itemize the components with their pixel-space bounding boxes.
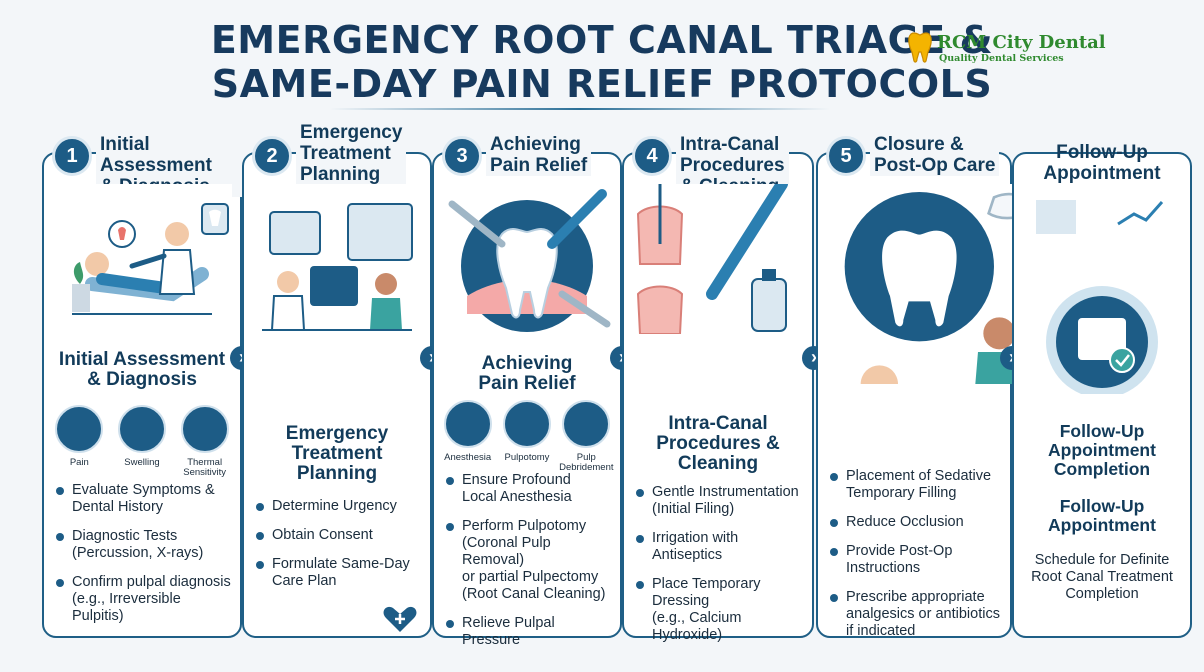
bullet-item: Obtain Consent bbox=[254, 527, 426, 544]
bullet-item: Place Temporary Dressing (e.g., Calcium … bbox=[634, 576, 808, 644]
step-3-header: 3 Achieving Pain Relief bbox=[432, 130, 622, 190]
procedure-debridement: Pulp Debridement bbox=[558, 400, 614, 473]
follow-up-text: Schedule for Definite Root Canal Treatme… bbox=[1031, 552, 1173, 602]
page-title: EMERGENCY ROOT CANAL TRIAGE & SAME-DAY P… bbox=[0, 18, 1204, 106]
clinic-name: RCM City Dental bbox=[937, 32, 1106, 53]
step-number-badge: 5 bbox=[826, 136, 866, 176]
step-bullets: Determine Urgency Obtain Consent Formula… bbox=[254, 498, 426, 602]
step-4-column: 4 Intra-Canal Procedures & Cleaning Intr… bbox=[622, 122, 814, 643]
step-2-column: 2 Emergency Treatment Planning Emergency… bbox=[242, 122, 432, 638]
completion-title: Follow-Up Appointment Completion bbox=[1048, 421, 1156, 479]
bullet-item: Irrigation with Antiseptics bbox=[634, 530, 808, 564]
icon-label: Anesthesia bbox=[444, 452, 492, 463]
bullet-item: Ensure Profound Local Anesthesia bbox=[444, 472, 616, 506]
title-divider bbox=[330, 108, 830, 110]
clinic-logo: RCM City Dental Quality Dental Services bbox=[905, 28, 1106, 70]
step-5-header: 5 Closure & Post-Op Care bbox=[816, 130, 1012, 190]
step-bullets: Evaluate Symptoms & Dental History Diagn… bbox=[54, 482, 236, 637]
planning-consultation-illustration bbox=[252, 184, 422, 334]
bullet-item: Provide Post-Op Instructions bbox=[828, 543, 1006, 577]
bullet-item: Placement of Sedative Temporary Filling bbox=[828, 468, 1006, 502]
heart-health-icon bbox=[383, 606, 417, 632]
tooth-icon bbox=[502, 400, 551, 448]
step-subtitle: Initial Assessment & Diagnosis bbox=[58, 349, 226, 390]
bullet-item: Relieve Pulpal Pressure bbox=[444, 615, 616, 649]
procedure-pulpotomy: Pulpotomy bbox=[499, 400, 555, 473]
symptom-pain: Pain bbox=[51, 405, 107, 478]
step-number-badge: 3 bbox=[442, 136, 482, 176]
tooth-clean-icon bbox=[562, 400, 611, 448]
icon-label: Pulp Debridement bbox=[559, 452, 614, 473]
step-1-header: 1 Initial Assessment & Diagnosis bbox=[42, 130, 242, 197]
step-number-badge: 4 bbox=[632, 136, 672, 176]
step-subtitle: Intra-Canal Procedures & Cleaning bbox=[656, 413, 780, 474]
follow-up-header: Follow-Up Appointment bbox=[1012, 130, 1192, 190]
calendar-checkmark-illustration bbox=[1022, 194, 1182, 394]
step-bullets: Gentle Instrumentation (Initial Filing) … bbox=[634, 484, 808, 656]
follow-up-subheading: Follow-Up Appointment bbox=[1048, 496, 1156, 535]
procedure-anesthesia: Anesthesia bbox=[440, 400, 496, 473]
tooth-logo-icon bbox=[908, 32, 932, 63]
dentist-chair-illustration bbox=[52, 184, 232, 334]
step-4-header: 4 Intra-Canal Procedures & Cleaning bbox=[622, 130, 814, 197]
step-heading: Achieving Pain Relief bbox=[486, 134, 592, 176]
title-line-1: EMERGENCY ROOT CANAL TRIAGE & bbox=[210, 18, 994, 62]
tooth-anesthesia-illustration bbox=[442, 184, 612, 334]
bullet-item: Reduce Occlusion bbox=[828, 514, 1006, 531]
bullet-item: Confirm pulpal diagnosis (e.g., Irrevers… bbox=[54, 574, 236, 625]
bullet-item: Evaluate Symptoms & Dental History bbox=[54, 482, 236, 516]
step-subtitle: Achieving Pain Relief bbox=[478, 353, 576, 394]
symptom-thermal: Thermal Sensitivity bbox=[177, 405, 233, 478]
drop-icon bbox=[117, 405, 166, 453]
step-heading: Emergency Treatment Planning bbox=[296, 122, 407, 185]
step-number-badge: 1 bbox=[52, 136, 92, 176]
thermometer-icon bbox=[180, 405, 229, 453]
bullet-item: Perform Pulpotomy (Coronal Pulp Removal)… bbox=[444, 518, 616, 603]
icon-label: Pain bbox=[69, 457, 89, 468]
step-heading: Follow-Up Appointment bbox=[1043, 142, 1161, 184]
step-3-column: 3 Achieving Pain Relief Achieving Pain R… bbox=[432, 122, 622, 648]
procedure-icons: Anesthesia Pulpotomy Pulp Debridement bbox=[438, 400, 616, 473]
bullet-item: Gentle Instrumentation (Initial Filing) bbox=[634, 484, 808, 518]
step-1-column: 1 Initial Assessment & Diagnosis Initial… bbox=[42, 122, 242, 638]
root-canal-instruments-illustration bbox=[632, 184, 804, 334]
tooth-pain-icon bbox=[55, 405, 104, 453]
syringe-icon bbox=[443, 400, 492, 448]
step-5-column: 5 Closure & Post-Op Care Placement of Se… bbox=[816, 122, 1061, 639]
icon-label: Pulpotomy bbox=[504, 452, 550, 463]
bullet-item: Prescribe appropriate analgesics or anti… bbox=[828, 589, 1006, 640]
icon-label: Thermal Sensitivity bbox=[183, 457, 227, 478]
icon-label: Swelling bbox=[124, 457, 160, 468]
step-subtitle: Emergency Treatment Planning bbox=[285, 423, 389, 484]
clinic-tagline: Quality Dental Services bbox=[939, 53, 1064, 64]
follow-up-column: Follow-Up Appointment Follow-Up Appointm… bbox=[1012, 122, 1192, 638]
step-2-header: 2 Emergency Treatment Planning bbox=[242, 122, 432, 190]
step-heading: Closure & Post-Op Care bbox=[870, 134, 1000, 176]
title-line-2: SAME-DAY PAIN RELIEF PROTOCOLS bbox=[211, 62, 993, 106]
bullet-item: Determine Urgency bbox=[254, 498, 426, 515]
step-bullets: Placement of Sedative Temporary Filling … bbox=[828, 468, 1006, 652]
symptom-icons: Pain Swelling Thermal Sensitivity bbox=[48, 405, 236, 478]
step-number-badge: 2 bbox=[252, 136, 292, 176]
symptom-swelling: Swelling bbox=[114, 405, 170, 478]
step-bullets: Ensure Profound Local Anesthesia Perform… bbox=[444, 472, 616, 661]
bullet-item: Diagnostic Tests (Percussion, X-rays) bbox=[54, 528, 236, 562]
bullet-item: Formulate Same-Day Care Plan bbox=[254, 556, 426, 590]
